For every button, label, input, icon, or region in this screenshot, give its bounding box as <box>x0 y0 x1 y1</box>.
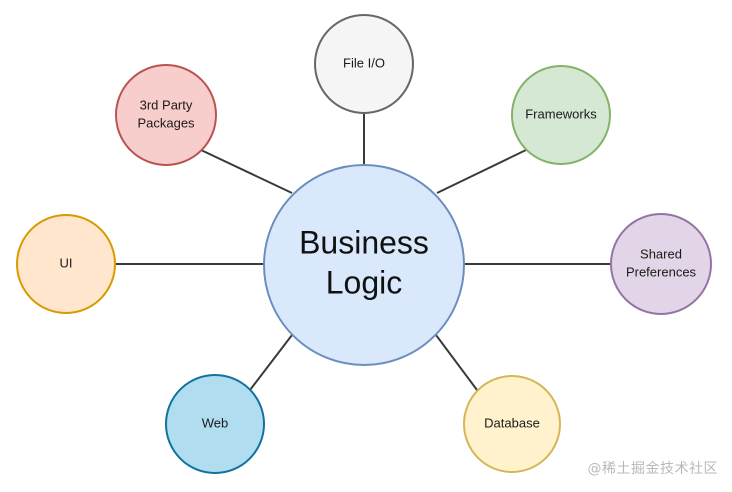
edge-web <box>249 334 293 391</box>
node-file-io: File I/O <box>314 14 414 114</box>
node-web-label: Web <box>202 415 229 430</box>
center-node-label-line-2: Logic <box>326 264 403 300</box>
node-ui-circle <box>16 214 116 314</box>
node-shared-preferences-circle <box>610 213 712 315</box>
node-web: Web <box>165 374 265 474</box>
node-shared-preferences-label-line-1: Shared <box>640 246 682 261</box>
center-node-label-line-1: Business <box>299 224 429 260</box>
satellite-nodes: File I/O FrameworksSharedPreferencesDatab… <box>16 14 712 474</box>
node-database-circle <box>463 375 561 473</box>
node-file-io-circle <box>314 14 414 114</box>
edge-frameworks <box>436 149 527 194</box>
connector-lines <box>115 114 611 391</box>
node-frameworks: Frameworks <box>511 65 611 165</box>
node-ui-label: UI <box>60 255 73 270</box>
edge-3rd-party-packages <box>200 149 293 194</box>
node-database-label: Database <box>484 415 540 430</box>
node-3rd-party-packages-label-line-2: Packages <box>137 115 195 130</box>
node-frameworks-label: Frameworks <box>525 106 597 121</box>
edge-database <box>435 334 478 391</box>
node-3rd-party-packages-label-line-1: 3rd Party <box>140 97 193 112</box>
node-database: Database <box>463 375 561 473</box>
node-frameworks-circle <box>511 65 611 165</box>
watermark-text: @稀土掘金技术社区 <box>587 461 718 477</box>
node-web-circle <box>165 374 265 474</box>
node-shared-preferences-label-line-2: Preferences <box>626 264 697 279</box>
node-ui: UI <box>16 214 116 314</box>
node-file-io-label: File I/O <box>343 55 385 70</box>
center-node-circle <box>263 164 465 366</box>
node-3rd-party-packages-circle <box>115 64 217 166</box>
